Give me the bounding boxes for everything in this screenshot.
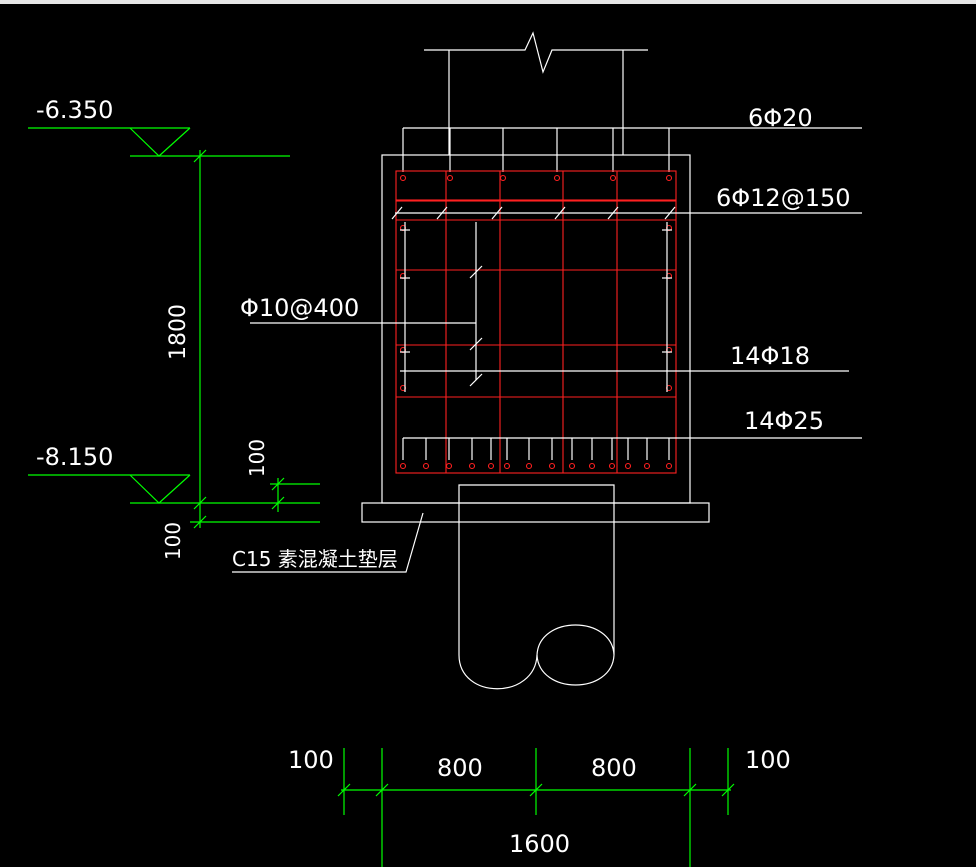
dim-right-offset: 100 bbox=[745, 746, 791, 774]
beam-outline bbox=[381, 154, 691, 504]
dim-total: 1600 bbox=[509, 830, 570, 858]
horizontal-dims bbox=[337, 748, 735, 867]
break-line bbox=[424, 31, 648, 74]
depth-dimension-label: 1800 bbox=[166, 304, 191, 360]
pile bbox=[458, 484, 615, 690]
window-top-strip bbox=[0, 0, 976, 4]
top-bar-leaders bbox=[402, 127, 862, 172]
tie-bars-label: Φ10@400 bbox=[240, 294, 359, 322]
elevation-top-label: -6.350 bbox=[36, 96, 113, 124]
column-stub bbox=[424, 31, 648, 155]
beam-section bbox=[361, 154, 710, 523]
pad-thickness-label-b: 100 bbox=[161, 522, 185, 560]
elevation-bottom-label: -8.150 bbox=[36, 443, 113, 471]
side-bars-label: 14Φ18 bbox=[730, 342, 810, 370]
stirrups-label: 6Φ12@150 bbox=[716, 184, 851, 212]
rebar-cage bbox=[395, 170, 677, 474]
bottom-bar-dots bbox=[399, 462, 673, 470]
elevation-dims bbox=[28, 127, 320, 529]
top-bars-label: 6Φ20 bbox=[748, 104, 813, 132]
dim-half-left: 800 bbox=[437, 754, 483, 782]
dim-left-offset: 100 bbox=[288, 746, 334, 774]
bottom-bars-label: 14Φ25 bbox=[744, 407, 824, 435]
pad-thickness-label-a: 100 bbox=[245, 439, 269, 477]
rebar-leaders bbox=[232, 206, 862, 573]
bedding-label: C15 素混凝土垫层 bbox=[232, 547, 398, 571]
dim-half-right: 800 bbox=[591, 754, 637, 782]
bedding-layer bbox=[361, 502, 710, 523]
